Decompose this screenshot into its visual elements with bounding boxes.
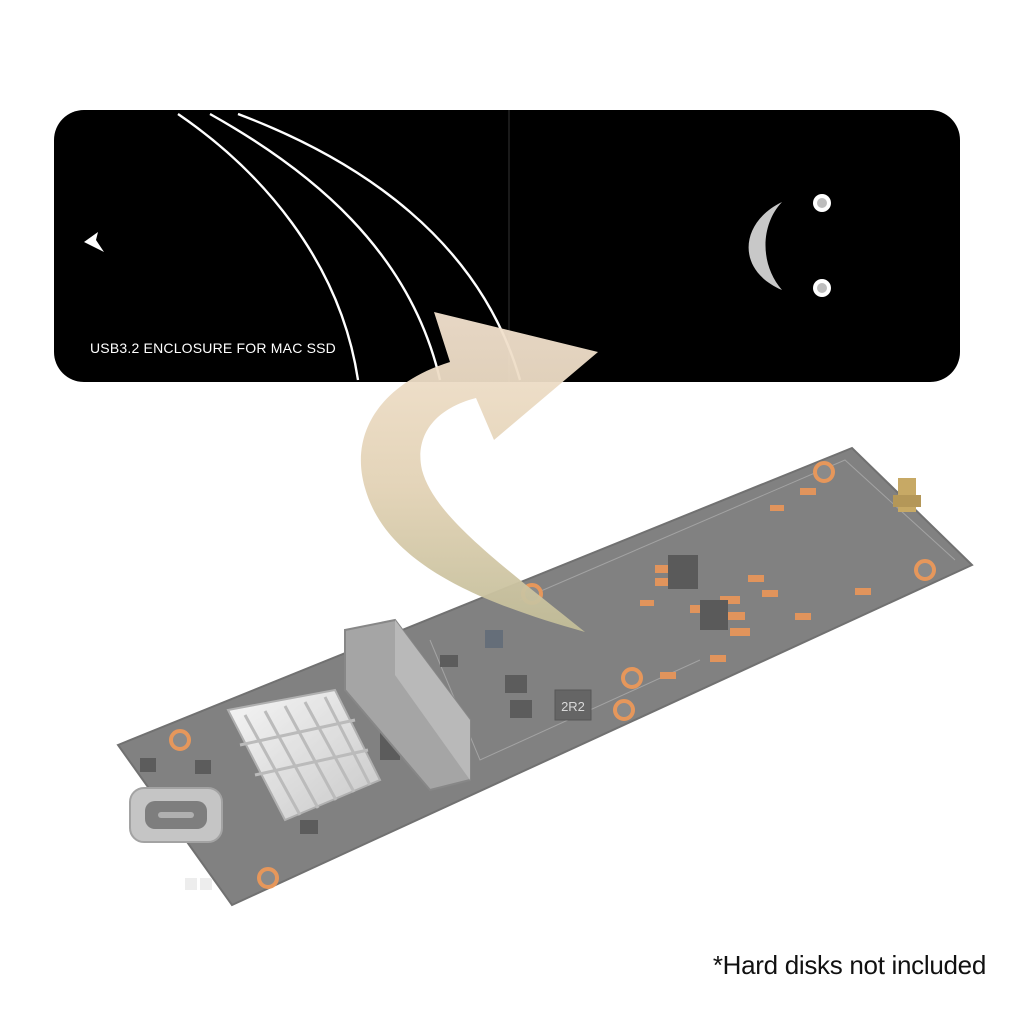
ic-chip <box>485 630 503 648</box>
mounting-pad <box>621 667 643 689</box>
ic-chip <box>700 600 728 630</box>
ic-chip <box>668 555 698 589</box>
mounting-pad <box>813 461 835 483</box>
curved-arrow-icon <box>360 312 598 632</box>
crescent-moon-icon <box>748 202 782 290</box>
enclosure-body <box>54 110 960 382</box>
inductor-label: 2R2 <box>561 699 585 714</box>
inductor: 2R2 <box>554 689 592 721</box>
mounting-pad <box>914 559 936 581</box>
decorative-curves <box>177 112 522 381</box>
mounting-pad <box>613 699 635 721</box>
heatsink-icon <box>226 688 382 822</box>
enclosure-lid <box>54 110 960 382</box>
mounting-pad <box>169 729 191 751</box>
mounting-pad <box>257 867 279 889</box>
brass-standoff <box>893 478 921 512</box>
smd-components <box>640 488 871 679</box>
m2-connector <box>344 618 471 792</box>
pcb-substrate <box>116 446 974 907</box>
disclaimer-text: *Hard disks not included <box>712 950 986 980</box>
chevron-left-icon <box>84 232 104 252</box>
usb-c-port-icon <box>129 787 223 843</box>
mounting-pads <box>169 461 936 889</box>
pcb-board: 2R2 <box>116 446 974 907</box>
screw-holes <box>813 194 831 297</box>
enclosure-label: USB3.2 ENCLOSURE FOR MAC SSD <box>90 340 336 356</box>
